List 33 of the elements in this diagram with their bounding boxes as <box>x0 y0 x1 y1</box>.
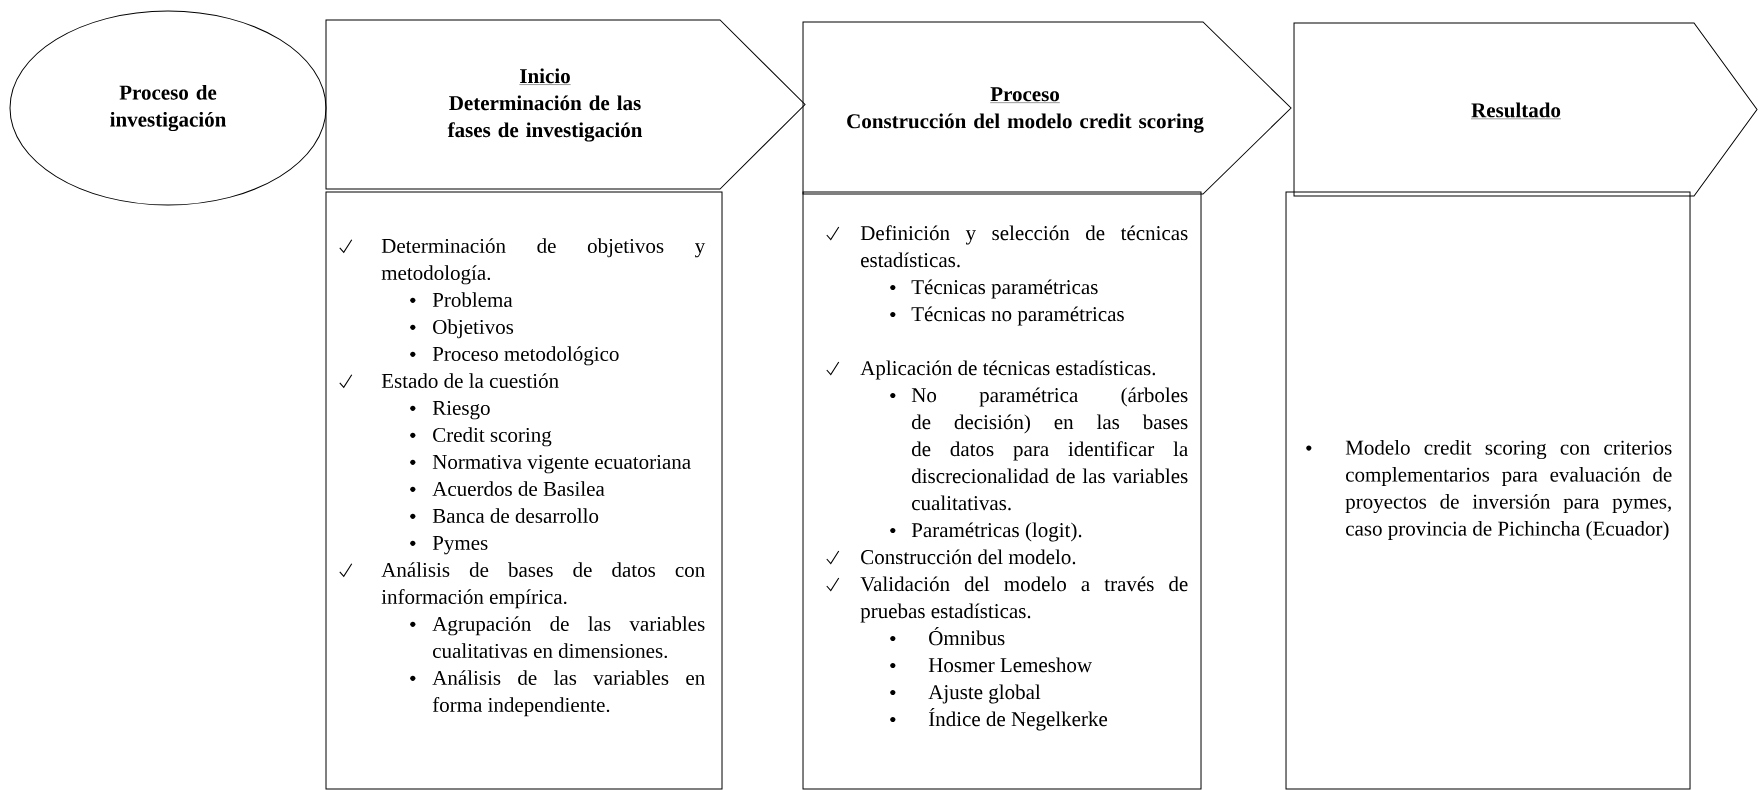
list-item: Normativa vigente ecuatoriana <box>410 454 691 474</box>
list-item: Objetivos <box>410 319 514 339</box>
list-item: Credit scoring <box>410 427 552 447</box>
list-item: Determinación de objetivos y metodología. <box>339 238 706 285</box>
list-item: Construcción del modelo. <box>826 549 1076 565</box>
list-item: No paramétrica (árboles de decisión) en las bases de datos para identificar la discrecionalidad de las variables cualitativas. <box>890 387 1188 511</box>
list-item: Ómnibus <box>890 626 1005 646</box>
list-item: Análisis de bases de datos con información empírica. <box>339 562 705 609</box>
list-box <box>325 191 723 790</box>
list-item: Ajuste global <box>890 684 1041 704</box>
list-item: Validación del modelo a través de pruebas estadísticas. <box>826 576 1188 623</box>
list-item: Análisis de las variables en forma independiente. <box>410 670 705 717</box>
list-item: Modelo credit scoring con criterios complementarios para evaluación de proyectos de inversión para pymes, caso provincia de Pichincha (Ecuador) <box>1306 440 1672 541</box>
list-item: Estado de la cuestión <box>339 373 559 389</box>
chevron-box: Resultado <box>1293 22 1758 197</box>
list-item: Proceso metodológico <box>410 346 619 366</box>
list-item: Acuerdos de Basilea <box>410 481 605 496</box>
list-item: Técnicas no paramétricas <box>890 306 1124 326</box>
list-item: Pymes <box>410 536 488 555</box>
list-item: Riesgo <box>410 400 490 420</box>
list-item: Hosmer Lemeshow <box>890 657 1092 673</box>
list-item: Problema <box>410 292 513 307</box>
list-item: Aplicación de técnicas estadísticas. <box>826 360 1156 380</box>
list-box <box>802 191 1202 790</box>
list-item: Agrupación de las variables cualitativas en dimensiones. <box>410 616 705 659</box>
list-box <box>1285 191 1691 790</box>
list-item: Técnicas paramétricas <box>890 279 1098 299</box>
list-item: Índice de Negelkerke <box>890 707 1108 731</box>
list-item: Definición y selección de técnicas estadísticas. <box>826 225 1188 268</box>
chevron-box: Proceso Construcción del modelo credit scoring <box>802 21 1292 195</box>
chevron-box: Inicio Determinación de las fases de investigación <box>325 19 806 190</box>
list-item: Banca de desarrollo <box>410 508 599 523</box>
list-item: Paramétricas (logit). <box>890 522 1082 542</box>
